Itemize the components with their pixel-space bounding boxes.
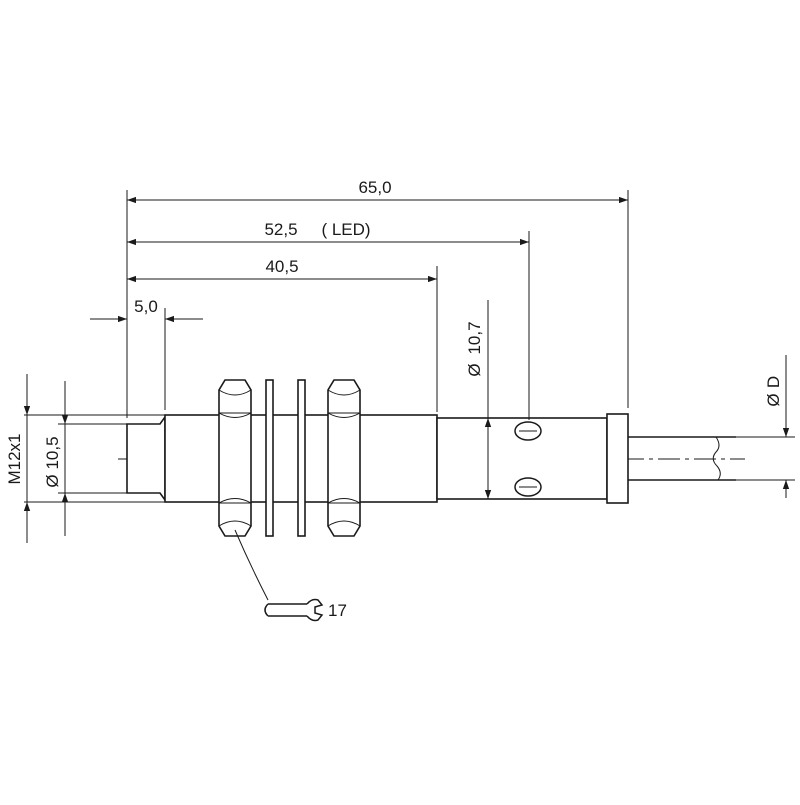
face-diameter-label: 10,5 [43,436,62,469]
diameter-symbol: Ø [465,363,484,376]
led-label: ( LED) [321,220,370,239]
nut-left [218,379,252,537]
cable-diameter-label: D [764,376,783,388]
wrench-icon [264,598,324,622]
washer-right [297,379,306,537]
diameter-symbol: Ø [43,474,62,487]
nut-right [327,379,361,537]
wrench-leader-line [234,529,269,601]
led-window-top [514,421,542,441]
led-window-bottom [514,477,542,497]
sensing-cap [126,414,166,503]
overall-length-label: 65,0 [358,178,391,197]
thread-length-label: 40,5 [265,257,298,276]
wrench-size-label: 17 [328,601,347,620]
end-cap [606,413,629,504]
cable [628,436,736,481]
cable-diameter-annotation: Ø D [764,376,783,407]
face-diameter-annotation: Ø 10,5 [43,436,62,487]
diameter-symbol: Ø [764,393,783,406]
tube-diameter-label: 10,7 [465,321,484,354]
washer-left [265,379,274,537]
led-position-label: 52,5 [264,220,297,239]
sensing-face-label: 5,0 [134,297,158,316]
tube-diameter-annotation: Ø 10,7 [465,321,484,376]
thread-label: M12x1 [5,433,24,484]
sensor-body [126,413,629,504]
